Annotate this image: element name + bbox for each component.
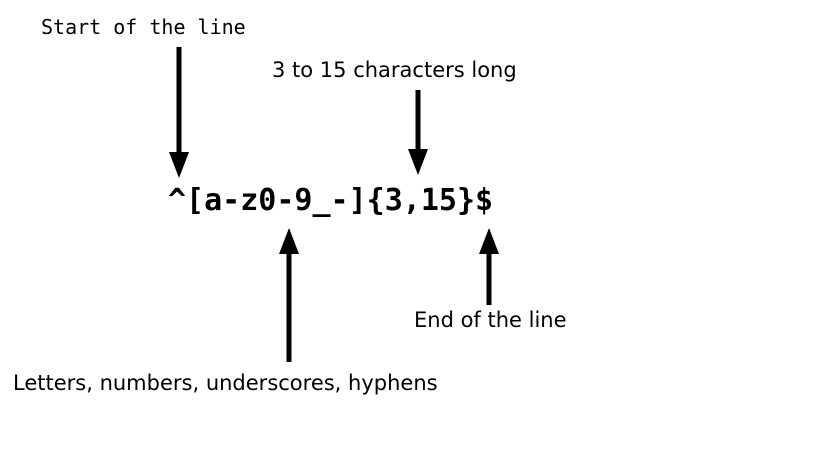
annotation-start-of-line: Start of the line bbox=[41, 15, 246, 39]
annotation-length-range: 3 to 15 characters long bbox=[272, 58, 517, 82]
arrow-allowed-characters bbox=[279, 228, 299, 362]
annotation-end-of-line: End of the line bbox=[414, 308, 567, 332]
arrow-end-of-line bbox=[479, 228, 499, 305]
arrow-start-of-line bbox=[169, 47, 189, 178]
annotation-allowed-characters: Letters, numbers, underscores, hyphens bbox=[13, 371, 438, 395]
regex-expression: ^[a-z0-9_-]{3,15}$ bbox=[168, 183, 494, 218]
arrow-length-range bbox=[408, 90, 428, 175]
